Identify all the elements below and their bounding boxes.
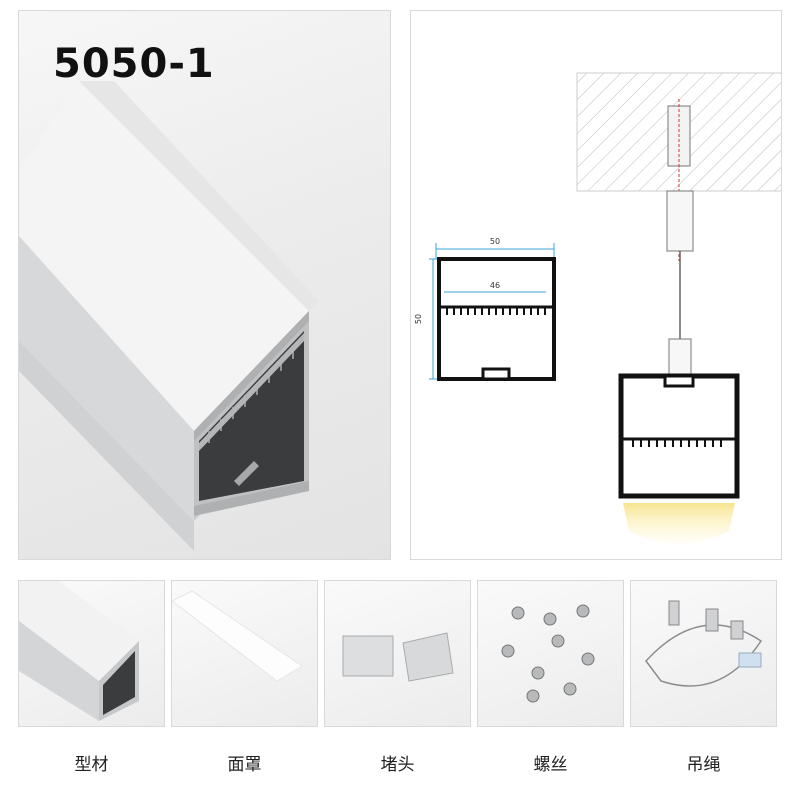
width-dimension-label: 50	[490, 237, 500, 246]
component-label-suspension-kit: 吊绳	[686, 755, 721, 775]
product-model-title: 5050-1	[53, 41, 215, 87]
component-thumb-end-caps	[324, 580, 471, 727]
main-product-photo: 5050-1	[18, 10, 391, 560]
component-label-profile: 型材	[74, 755, 109, 775]
technical-diagram-panel: 50 46 50	[410, 10, 782, 560]
inner-width-dimension-label: 46	[490, 281, 500, 290]
component-thumb-profile	[18, 580, 165, 727]
light-glow	[623, 503, 735, 544]
component-thumb-screws	[477, 580, 624, 727]
component-thumb-diffuser	[171, 580, 318, 727]
cross-section-drawing: 50 46 50	[414, 237, 556, 381]
height-dimension-label: 50	[414, 314, 423, 324]
dimension-diagram: 50 46 50	[414, 72, 781, 544]
component-label-screws: 螺丝	[533, 755, 568, 775]
component-thumb-suspension-kit	[630, 580, 777, 727]
component-label-diffuser: 面罩	[227, 755, 262, 775]
cable-fitting	[666, 190, 694, 252]
suspended-profile-section	[618, 373, 740, 499]
aluminum-profile-illustration	[19, 81, 319, 551]
component-label-end-caps: 堵头	[380, 755, 415, 775]
